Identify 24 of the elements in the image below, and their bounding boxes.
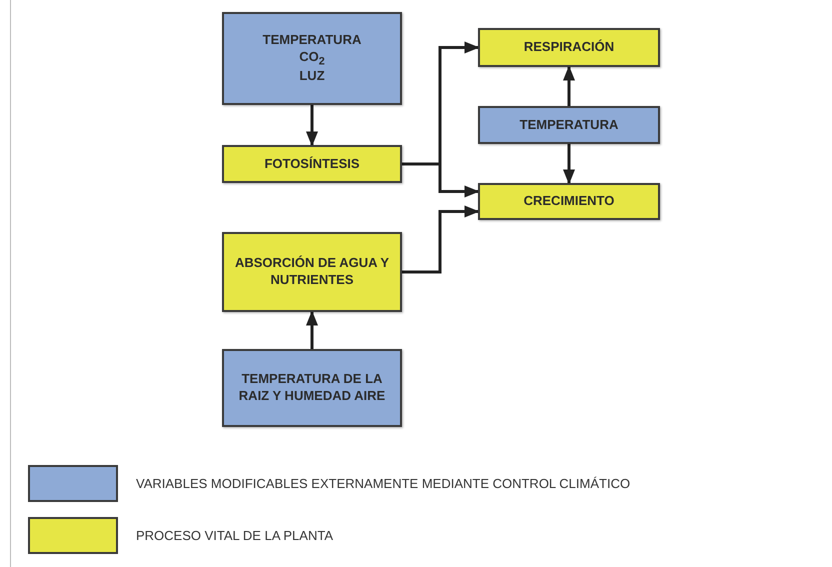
legend-text: VARIABLES MODIFICABLES EXTERNAMENTE MEDIANTE CONTROL CLIMÁTICO (136, 476, 630, 491)
box-label: RESPIRACIÓN (524, 39, 614, 56)
process-box (478, 183, 660, 220)
arrow (563, 144, 575, 184)
box-label: LUZ (299, 68, 325, 86)
variable-box (222, 12, 402, 105)
arrow (306, 310, 318, 349)
box-label: ABSORCIÓN DE AGUA Y NUTRIENTES (234, 255, 390, 289)
box-label: TEMPERATURA (262, 32, 362, 49)
legend-text: PROCESO VITAL DE LA PLANTA (136, 528, 333, 543)
box-label: FOTOSÍNTESIS (264, 156, 360, 172)
variable-box (222, 349, 402, 427)
arrow (402, 206, 480, 274)
box-label: TEMPERATURA (520, 116, 618, 134)
box-label: CO$_{2}$ (299, 48, 325, 68)
process-box (222, 145, 402, 183)
arrow (402, 162, 480, 198)
box-label: TEMPERATURA DE LA RAIZ Y HUMEDAD AIRE (238, 371, 386, 405)
process-box (478, 28, 660, 67)
arrow (563, 66, 575, 106)
box-label: CRECIMIENTO (524, 193, 614, 210)
variable-box (478, 106, 660, 144)
arrow (306, 105, 318, 146)
process-box (222, 232, 402, 312)
